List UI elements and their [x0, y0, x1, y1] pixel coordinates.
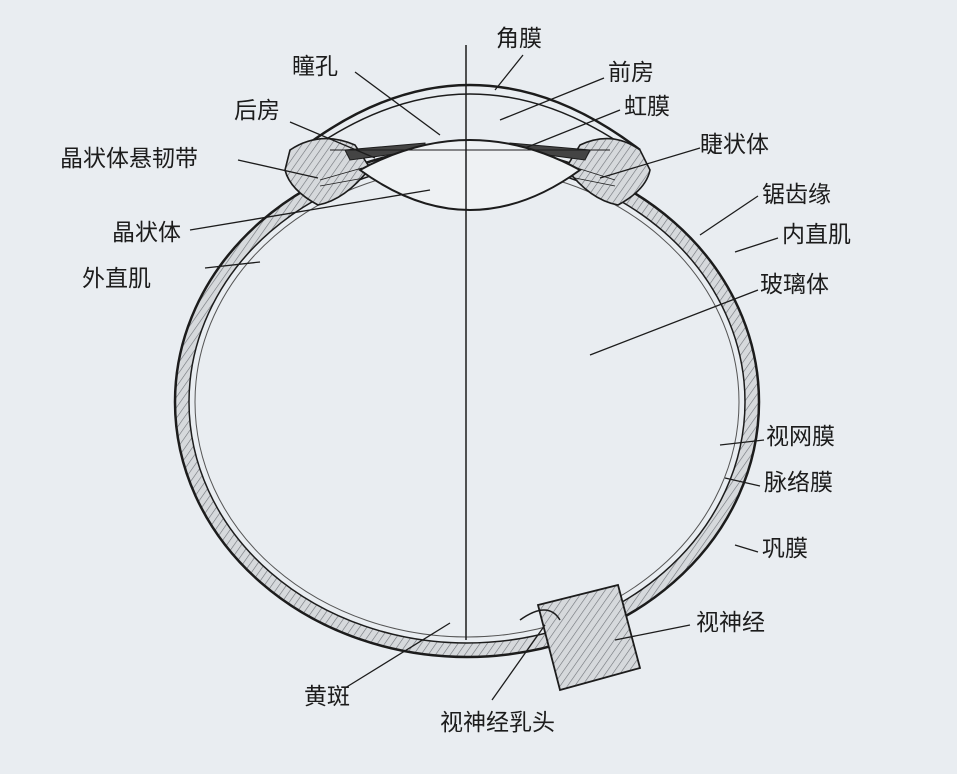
label-retina: 视网膜: [766, 424, 835, 450]
label-posterior-chamber: 后房: [234, 98, 280, 124]
label-optic-nerve: 视神经: [696, 610, 765, 636]
leader-lines: [189, 54, 779, 701]
label-ciliary-body: 睫状体: [700, 132, 769, 158]
label-ora-serrata: 锯齿缘: [762, 182, 831, 208]
label-medial-rectus: 内直肌: [782, 222, 851, 248]
label-macula: 黄斑: [304, 684, 350, 710]
label-vitreous: 玻璃体: [760, 272, 829, 298]
zonules: [319, 167, 616, 187]
eye-wall: [173, 145, 761, 659]
label-zonule: 晶状体悬韧带: [60, 146, 198, 172]
label-lateral-rectus: 外直肌: [82, 266, 151, 292]
label-optic-disc: 视神经乳头: [440, 710, 555, 736]
label-anterior-chamber: 前房: [608, 60, 654, 86]
label-pupil: 瞳孔: [292, 54, 338, 80]
label-choroid: 脉络膜: [764, 470, 833, 496]
label-iris: 虹膜: [624, 94, 670, 120]
label-cornea: 角膜: [496, 26, 542, 52]
label-sclera: 巩膜: [762, 536, 808, 562]
optic-nerve-shape: [536, 583, 642, 692]
label-lens: 晶状体: [112, 220, 181, 246]
